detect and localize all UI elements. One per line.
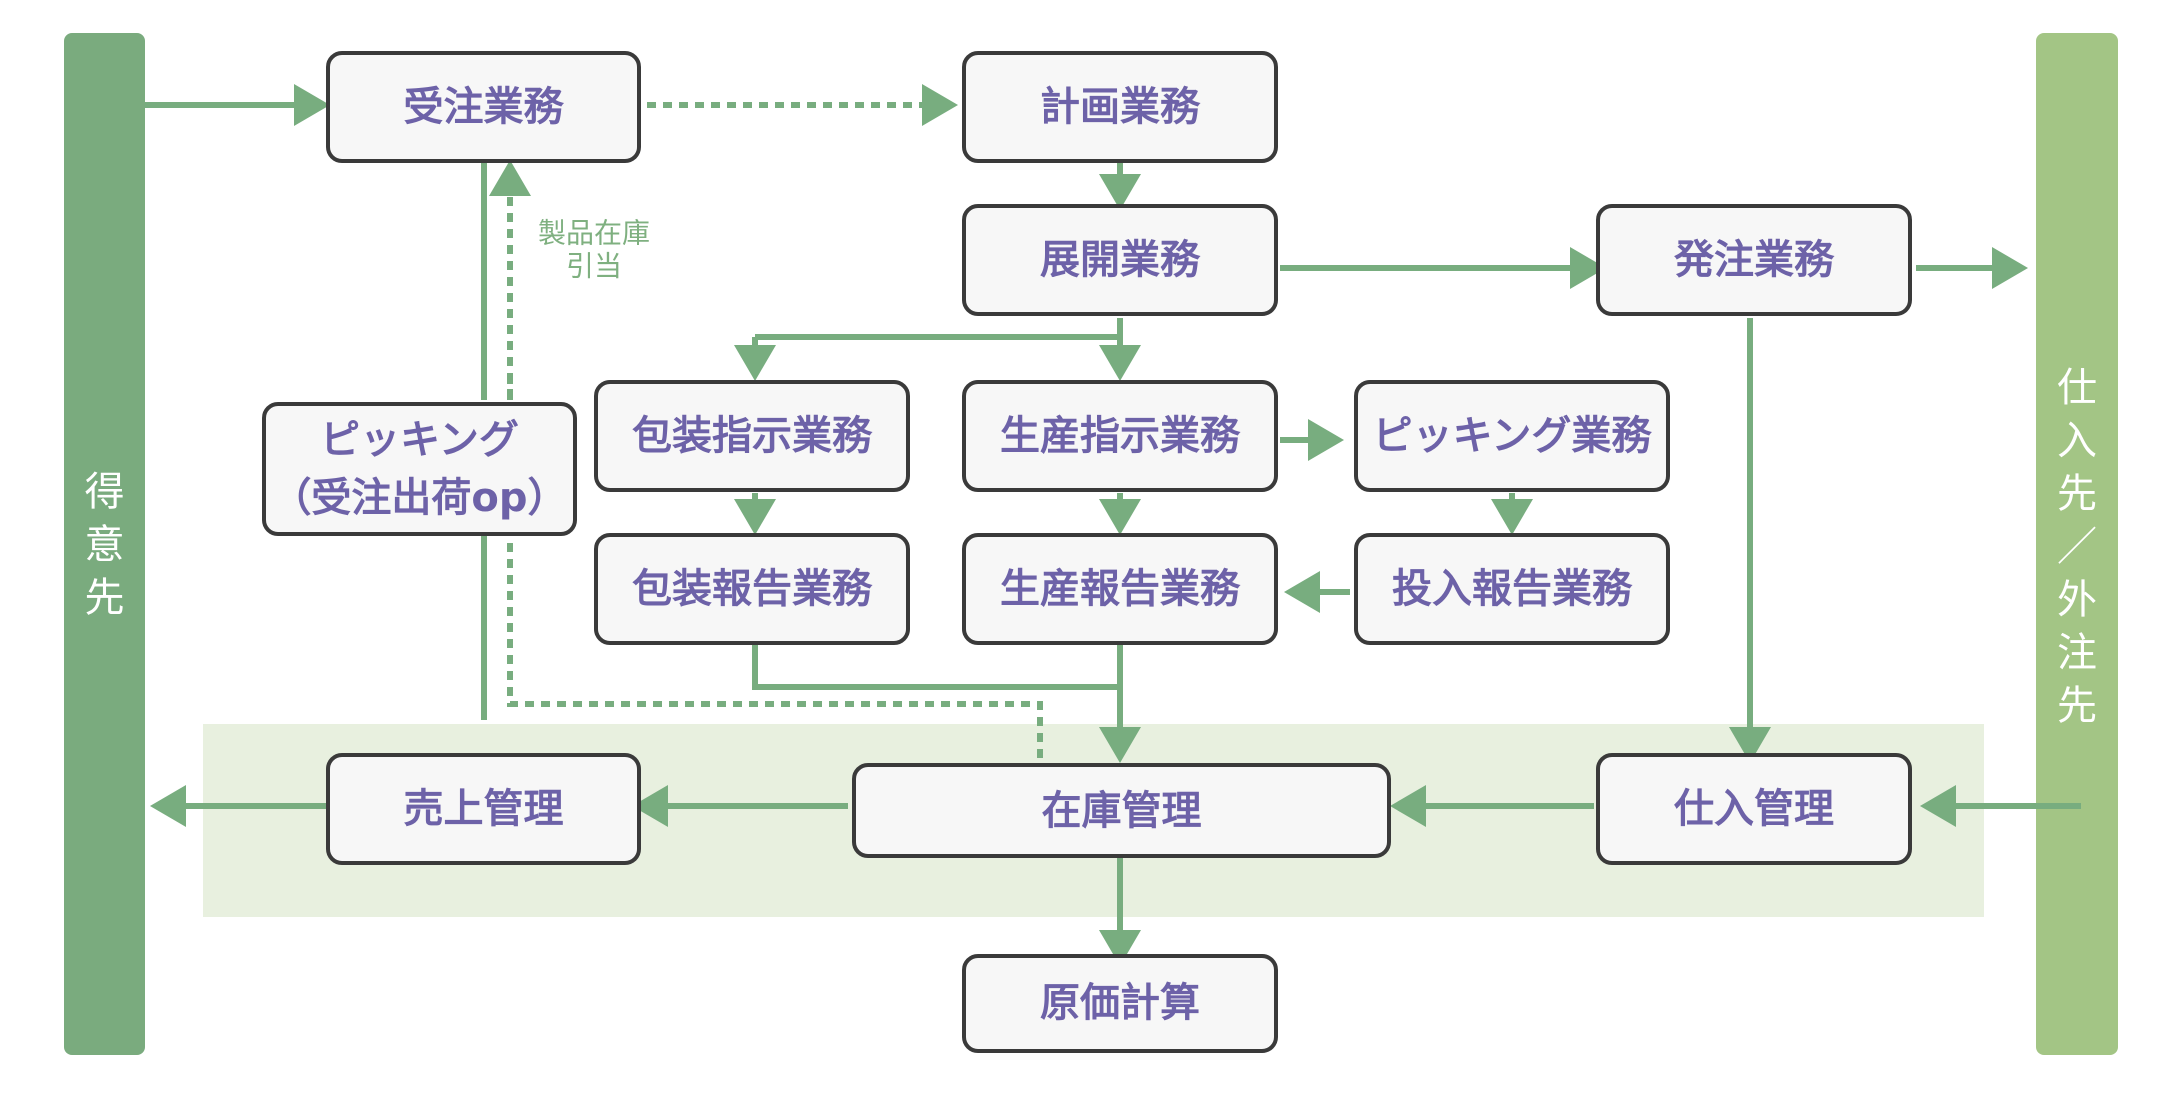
purchasing-box: 仕入管理 — [1596, 753, 1912, 865]
svg-text:／: ／ — [2057, 524, 2097, 570]
picking-work-box: ピッキング業務 — [1354, 380, 1670, 492]
svg-text:仕: 仕 — [2057, 365, 2097, 411]
svg-text:投入報告業務: 投入報告業務 — [1392, 566, 1633, 612]
svg-text:外: 外 — [2057, 577, 2097, 623]
customer-label: 得 意 先 — [85, 469, 125, 621]
connectors — [145, 84, 2081, 966]
prod-report-box: 生産報告業務 — [962, 533, 1278, 645]
svg-text:（受注出荷op）: （受注出荷op） — [271, 475, 567, 521]
svg-text:先: 先 — [85, 575, 125, 621]
costing-box: 原価計算 — [962, 954, 1278, 1053]
expand-box: 展開業務 — [962, 204, 1278, 316]
supplier-bar — [2036, 33, 2118, 1055]
svg-text:売上管理: 売上管理 — [404, 786, 564, 832]
input-report-box: 投入報告業務 — [1354, 533, 1670, 645]
inventory-box: 在庫管理 — [852, 763, 1391, 858]
picking-shipping-box: ピッキング （受注出荷op） — [262, 402, 577, 536]
svg-text:入: 入 — [2057, 418, 2097, 464]
purchase-order-box: 発注業務 — [1596, 204, 1912, 316]
svg-text:先: 先 — [2057, 683, 2097, 729]
svg-text:仕入管理: 仕入管理 — [1674, 786, 1834, 832]
pack-instruct-box: 包装指示業務 — [594, 380, 910, 492]
svg-text:意: 意 — [85, 522, 125, 568]
svg-text:発注業務: 発注業務 — [1674, 237, 1835, 283]
svg-text:引当: 引当 — [566, 250, 622, 283]
svg-text:生産報告業務: 生産報告業務 — [1000, 566, 1241, 612]
svg-text:在庫管理: 在庫管理 — [1042, 788, 1202, 834]
svg-text:受注業務: 受注業務 — [404, 84, 565, 130]
dotted-connectors — [489, 84, 1043, 758]
supplier-label: 仕 入 先 ／ 外 注 先 — [2057, 365, 2097, 729]
plan-box: 計画業務 — [962, 51, 1278, 163]
svg-text:製品在庫: 製品在庫 — [538, 217, 650, 250]
order-box: 受注業務 — [326, 51, 641, 163]
svg-text:注: 注 — [2057, 630, 2097, 676]
svg-text:包装報告業務: 包装報告業務 — [632, 566, 873, 612]
svg-text:ピッキング業務: ピッキング業務 — [1373, 413, 1653, 459]
svg-text:展開業務: 展開業務 — [1040, 237, 1201, 283]
svg-text:包装指示業務: 包装指示業務 — [632, 413, 873, 459]
svg-text:得: 得 — [85, 469, 125, 515]
svg-text:生産指示業務: 生産指示業務 — [1000, 413, 1241, 459]
pack-report-merge-line — [752, 645, 1120, 690]
customer-bar — [64, 33, 145, 1055]
allocation-note: 製品在庫 引当 — [538, 217, 650, 283]
svg-text:ピッキング: ピッキング — [320, 417, 519, 463]
svg-text:計画業務: 計画業務 — [1040, 84, 1201, 130]
sales-box: 売上管理 — [326, 753, 641, 865]
pack-report-box: 包装報告業務 — [594, 533, 910, 645]
prod-instruct-box: 生産指示業務 — [962, 380, 1278, 492]
svg-text:先: 先 — [2057, 471, 2097, 517]
svg-text:原価計算: 原価計算 — [1040, 980, 1200, 1026]
